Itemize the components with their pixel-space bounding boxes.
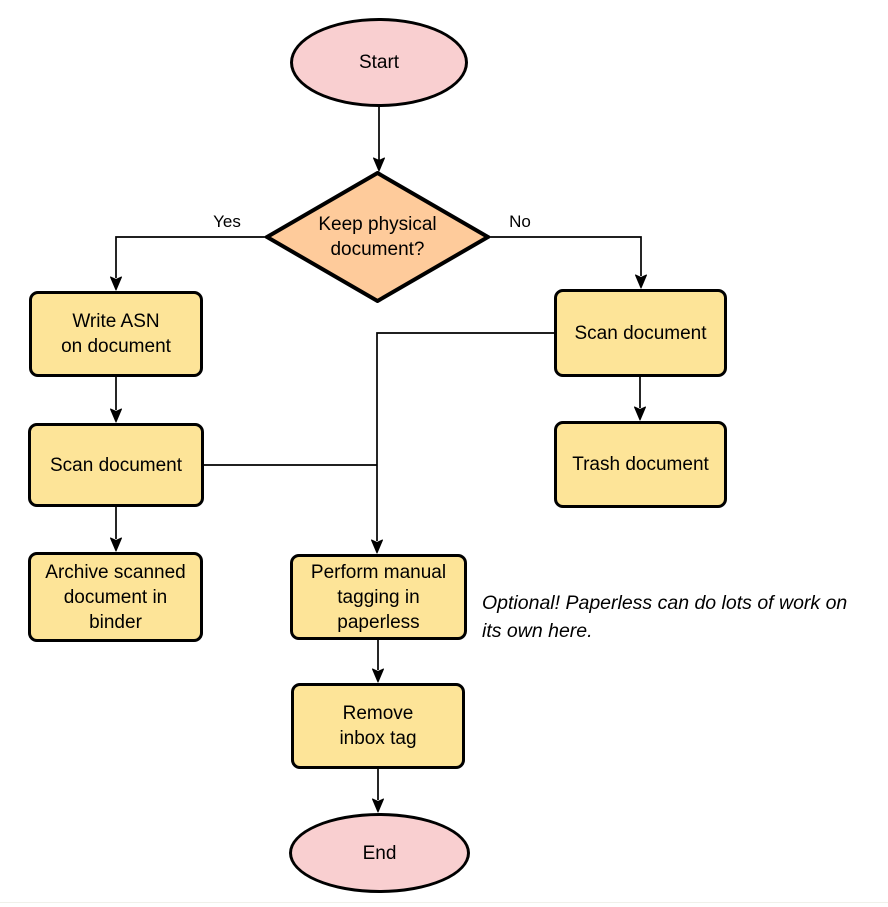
node-end: End: [289, 813, 470, 893]
edge-write-asn-scan-left: [110, 377, 122, 423]
node-tagging-label: Perform manual tagging in paperless: [310, 561, 447, 633]
node-write-asn-label: Write ASN on document: [61, 311, 171, 357]
node-scan-document-right: Scan document: [554, 289, 727, 377]
edge-scan-left-archive: [110, 507, 122, 552]
edge-scan-right-trash: [634, 377, 646, 421]
node-archive-scanned-document: Archive scanned document in binder: [28, 552, 203, 642]
bottom-divider: [0, 902, 888, 903]
diamond-shape: [265, 171, 490, 303]
node-remove-inbox-label: Remove inbox tag: [339, 703, 417, 749]
edge-remove-inbox-end: [372, 769, 384, 813]
edge-tagging-remove-inbox: [372, 640, 384, 683]
node-start-label: Start: [358, 52, 400, 73]
node-scan-right-label: Scan document: [574, 322, 707, 344]
edge-decision-write-asn-yes: [110, 236, 265, 291]
node-start: Start: [290, 18, 468, 107]
node-decision-label: Keep physical document?: [318, 214, 437, 260]
node-decision-keep-physical-document: Keep physical document?: [265, 171, 490, 303]
edge-label-no: No: [509, 212, 531, 231]
edge-decision-scan-right-no: [490, 236, 647, 289]
node-scan-left-label: Scan document: [49, 454, 183, 476]
node-remove-inbox-tag: Remove inbox tag: [291, 683, 465, 769]
edge-scan-right-tagging: [371, 332, 554, 554]
edge-label-yes: Yes: [213, 212, 241, 231]
node-perform-manual-tagging: Perform manual tagging in paperless: [290, 554, 467, 640]
node-write-asn-on-document: Write ASN on document: [29, 291, 203, 377]
node-archive-label: Archive scanned document in binder: [45, 561, 186, 633]
node-end-label: End: [362, 842, 397, 864]
node-scan-document-left: Scan document: [28, 423, 204, 507]
node-trash-document: Trash document: [554, 421, 727, 508]
edge-start-decision: [373, 107, 385, 172]
node-trash-label: Trash document: [572, 454, 709, 475]
optional-note: Optional! Paperless can do lots of work …: [482, 592, 848, 642]
